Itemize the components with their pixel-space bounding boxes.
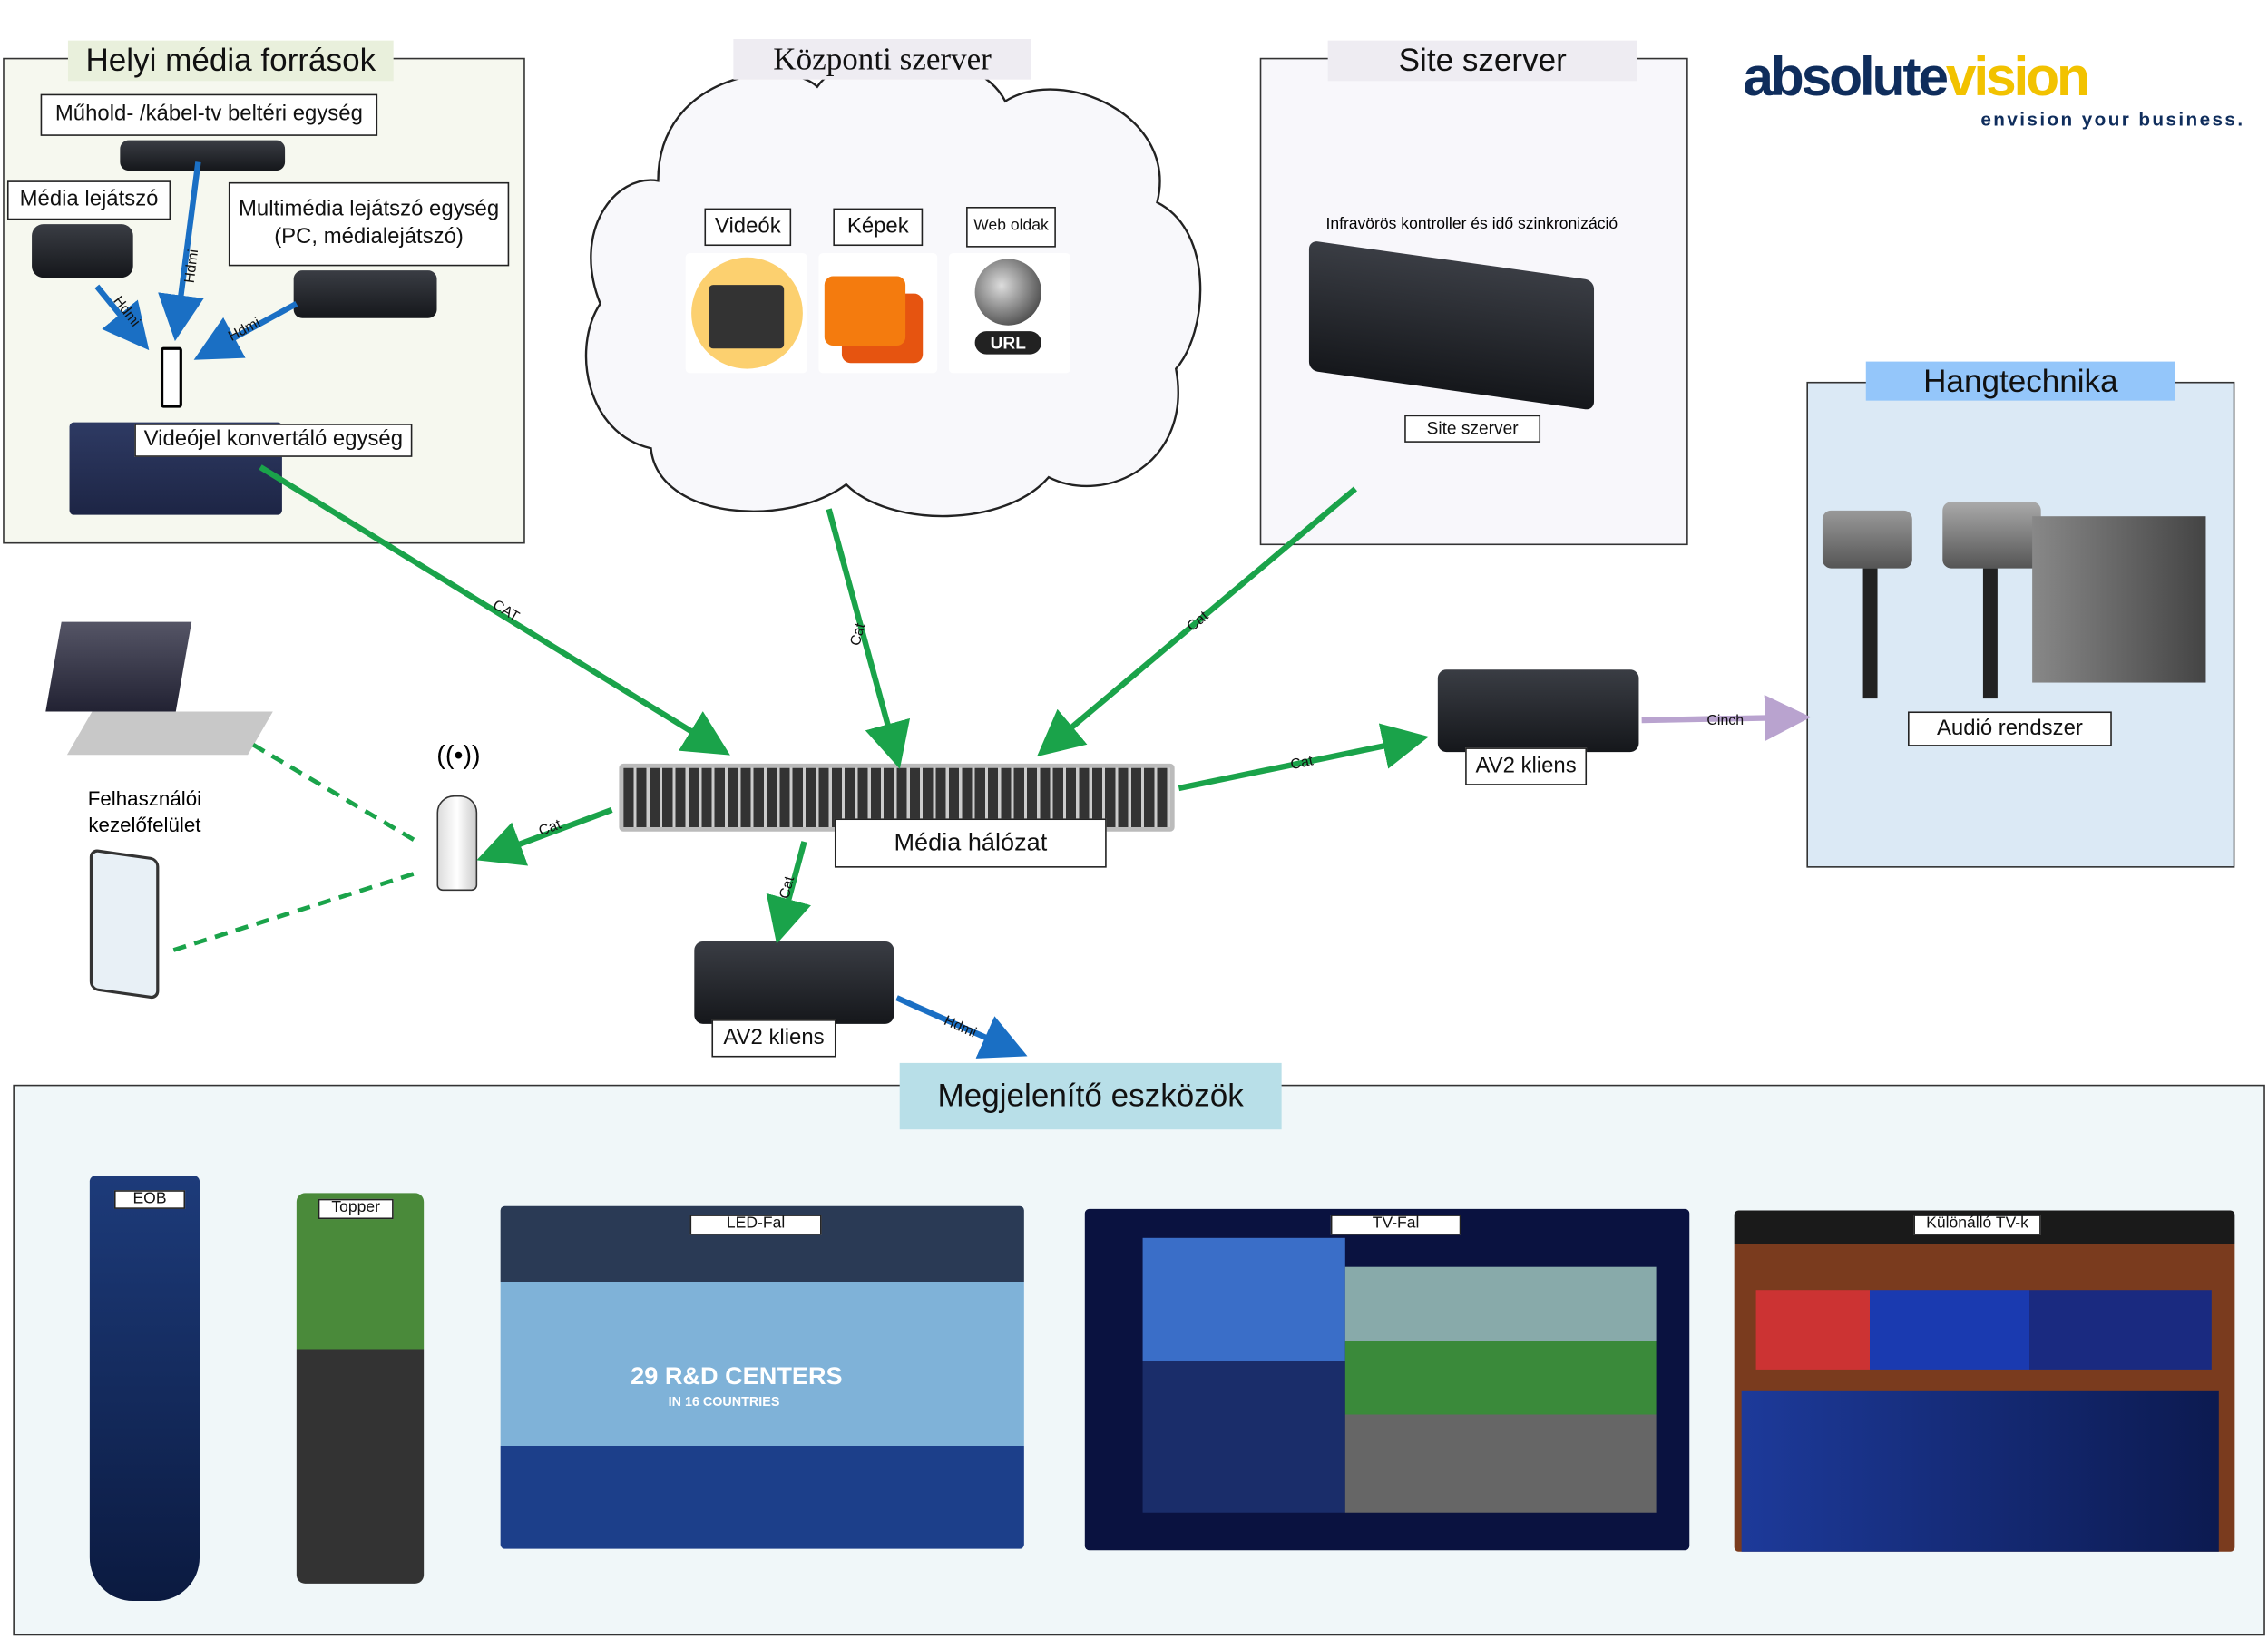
hdmi-set-top-box bbox=[158, 161, 204, 342]
led-wall-label: LED-Fal bbox=[689, 1215, 822, 1235]
media-network-label: Média hálózat bbox=[834, 818, 1107, 868]
hdmi-mini-pc bbox=[193, 301, 298, 360]
wifi-antenna-icon bbox=[436, 795, 478, 892]
absolutevision-logo: absolutevision envision your business. bbox=[1743, 46, 2256, 133]
led-text-2: IN 16 COUNTRIES bbox=[668, 1394, 780, 1409]
standalone-tvs-label: Különálló TV-k bbox=[1913, 1215, 2041, 1235]
local-media-title: Helyi média források bbox=[67, 40, 394, 82]
wireless-laptop bbox=[251, 743, 421, 845]
multimedia-line2: (PC, médialejátszó) bbox=[274, 224, 464, 249]
wifi-signal-icon: ((•)) bbox=[436, 740, 481, 770]
logo-tagline: envision your business. bbox=[1980, 108, 2245, 131]
hdmi-connector-icon bbox=[160, 346, 182, 408]
url-badge: URL bbox=[974, 331, 1041, 355]
hdmi-label-4: Hdmi bbox=[942, 1013, 979, 1041]
cinch-cable bbox=[1641, 695, 1812, 742]
videos-label: Videók bbox=[704, 208, 792, 247]
av2-client-right-label: AV2 kliens bbox=[1465, 747, 1588, 785]
eob-label: EOB bbox=[113, 1190, 186, 1209]
site-server-title: Site szerver bbox=[1327, 40, 1637, 82]
video-converter-label: Videójel konvertáló egység bbox=[134, 424, 413, 457]
topper-cabinet-image bbox=[296, 1193, 425, 1584]
logo-part1: absolute bbox=[1743, 47, 1949, 109]
user-interface-line1: Felhasználói bbox=[87, 786, 202, 810]
hdmi-label-3: Hdmi bbox=[226, 315, 263, 344]
wireless-tablet bbox=[172, 870, 421, 952]
cable-label-cat-antenna: Cat bbox=[537, 816, 564, 839]
topper-label: Topper bbox=[318, 1198, 394, 1220]
site-server-device-label: Site szerver bbox=[1404, 415, 1541, 443]
cable-converter-switch bbox=[259, 464, 730, 756]
media-player-label: Média lejátszó bbox=[6, 180, 171, 220]
images-label: Képek bbox=[833, 208, 924, 247]
hdmi-media-player bbox=[94, 284, 150, 351]
cable-switch-client-right bbox=[1178, 723, 1430, 792]
central-server-title: Központi szerver bbox=[733, 39, 1031, 80]
led-wall-image: 29 R&D CENTERS IN 16 COUNTRIES bbox=[500, 1205, 1024, 1549]
hdmi-label-2: Hdmi bbox=[182, 249, 201, 284]
av2-client-right-image bbox=[1437, 669, 1639, 753]
cable-switch-antenna bbox=[476, 806, 613, 866]
set-top-box-image bbox=[120, 140, 286, 171]
cinch-label: Cinch bbox=[1706, 713, 1744, 728]
user-interface-label: Felhasználói kezelőfelület bbox=[58, 785, 231, 837]
site-server-description: Infravörös kontroller és idő szinkronizá… bbox=[1325, 215, 1618, 233]
tv-wall-image bbox=[1084, 1208, 1690, 1551]
cable-site-switch bbox=[1036, 486, 1358, 757]
audio-system-label: Audió rendszer bbox=[1908, 711, 2112, 746]
tv-wall-label: TV-Fal bbox=[1330, 1215, 1461, 1235]
eob-display-image bbox=[89, 1176, 200, 1602]
cable-central-switch bbox=[826, 508, 911, 769]
av2-client-bottom-image bbox=[694, 941, 894, 1024]
speaker-system-image bbox=[1815, 499, 2213, 716]
satellite-unit-label: Műhold- /kábel-tv beltéri egység bbox=[40, 93, 378, 136]
hdmi-client-display bbox=[895, 995, 1028, 1059]
displays-title: Megjelenítő eszközök bbox=[899, 1062, 1282, 1130]
cable-label-cat-central: Cat bbox=[848, 621, 869, 648]
cable-label-cat-bottom: Cat bbox=[777, 874, 797, 901]
cable-label-cat-right: Cat bbox=[1289, 753, 1315, 773]
image-gallery-icon bbox=[818, 253, 938, 374]
av2-client-bottom-label: AV2 kliens bbox=[711, 1019, 836, 1058]
mini-pc-image bbox=[293, 270, 437, 318]
url-globe-icon: URL bbox=[948, 253, 1070, 374]
video-clapper-icon bbox=[685, 253, 807, 374]
multimedia-line1: Multimédia lejátszó egység bbox=[239, 197, 500, 222]
standalone-tvs-image bbox=[1734, 1210, 2235, 1552]
logo-part2: vision bbox=[1945, 47, 2090, 109]
multimedia-player-label: Multimédia lejátszó egység (PC, médialej… bbox=[228, 181, 510, 267]
web-pages-label: Web oldak bbox=[966, 206, 1056, 248]
user-interface-line2: kezelőfelület bbox=[88, 813, 201, 836]
led-text-1: 29 R&D CENTERS bbox=[631, 1361, 843, 1390]
cable-switch-client-bottom bbox=[766, 841, 811, 944]
audio-title: Hangtechnika bbox=[1865, 361, 2175, 401]
media-player-image bbox=[32, 224, 133, 278]
